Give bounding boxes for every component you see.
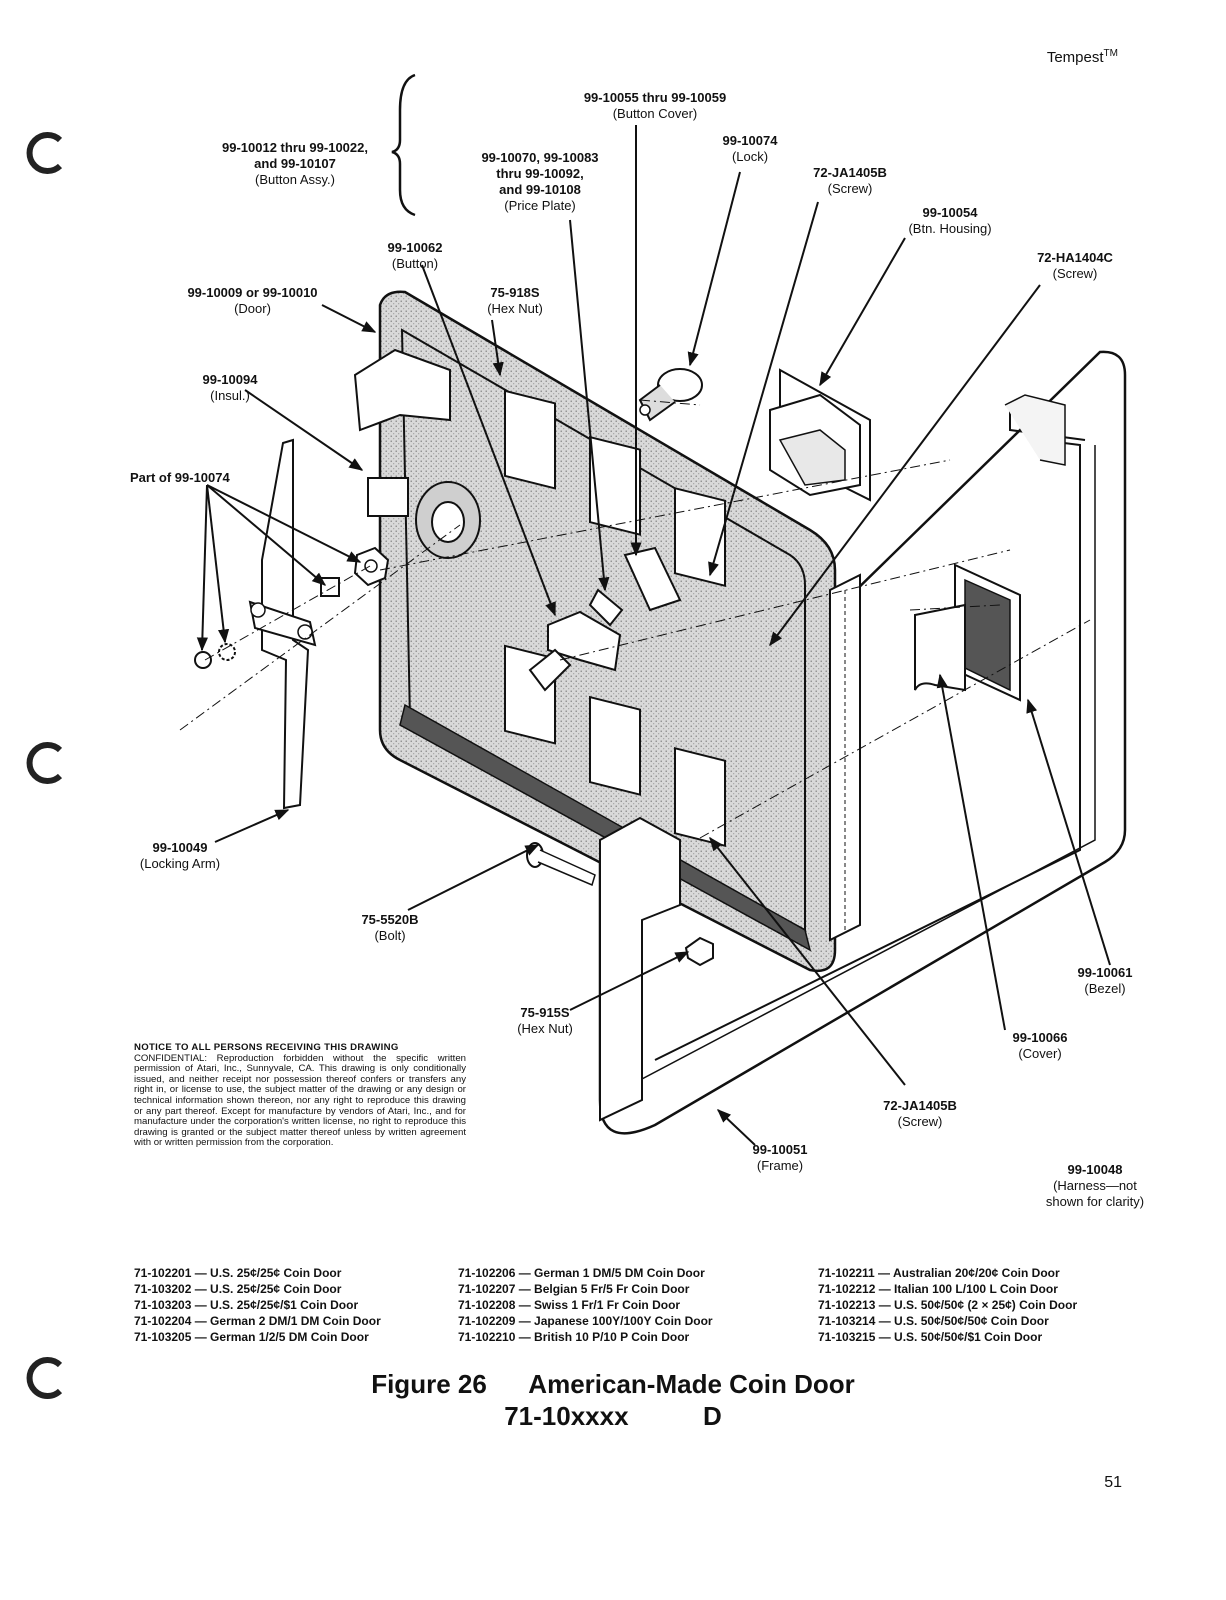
- label-door: 99-10009 or 99-10010(Door): [187, 285, 318, 316]
- leader-door: [321, 304, 377, 333]
- label-screw-bottom: 72-JA1405B(Screw): [883, 1098, 957, 1129]
- label-screw-ha: 72-HA1404C(Screw): [1037, 250, 1113, 281]
- leader-lock: [687, 171, 741, 367]
- parts-list-item: 71-102207 — Belgian 5 Fr/5 Fr Coin Door: [458, 1282, 690, 1296]
- label-price-plate: 99-10070, 99-10083 thru 99-10092, and 99…: [481, 150, 599, 213]
- figure-revision: D: [703, 1401, 722, 1431]
- header-brand: TempestTM: [1046, 48, 1118, 66]
- parts-list-item: 71-103203 — U.S. 25¢/25¢/$1 Coin Door: [134, 1298, 359, 1312]
- parts-list-item: 71-102209 — Japanese 100Y/100Y Coin Door: [458, 1314, 713, 1328]
- leader-bolt: [407, 844, 540, 911]
- parts-list-item: 71-103205 — German 1/2/5 DM Coin Door: [134, 1330, 369, 1344]
- parts-list-item: 71-103214 — U.S. 50¢/50¢/50¢ Coin Door: [818, 1314, 1049, 1328]
- parts-list-item: 71-102212 — Italian 100 L/100 L Coin Doo…: [818, 1282, 1058, 1296]
- label-cover: 99-10066(Cover): [1012, 1030, 1068, 1061]
- label-button-assy: 99-10012 thru 99-10022, and 99-10107(But…: [222, 140, 368, 187]
- parts-list-col3: 71-102211 — Australian 20¢/20¢ Coin Door…: [818, 1265, 1077, 1345]
- parts-list-item: 71-103215 — U.S. 50¢/50¢/$1 Coin Door: [818, 1330, 1043, 1344]
- parts-list-item: 71-102206 — German 1 DM/5 DM Coin Door: [458, 1266, 705, 1280]
- label-hex-nut-bottom: 75-915S(Hex Nut): [517, 1005, 573, 1036]
- leader-locking-arm: [214, 809, 290, 843]
- leader-bezel: [1026, 698, 1111, 966]
- leader-insul: [244, 389, 364, 471]
- label-bezel: 99-10061(Bezel): [1077, 965, 1133, 996]
- leader-screw-bottom: [709, 836, 906, 1086]
- label-button: 99-10062(Button): [387, 240, 443, 271]
- leader-btn-housing: [819, 237, 906, 387]
- confidential-notice: NOTICE TO ALL PERSONS RECEIVING THIS DRA…: [134, 1042, 466, 1149]
- parts-list-item: 71-102208 — Swiss 1 Fr/1 Fr Coin Door: [458, 1298, 681, 1312]
- label-part-of-lock: Part of 99-10074: [130, 470, 230, 485]
- label-bolt: 75-5520B(Bolt): [361, 912, 419, 943]
- leader-screw-ha: [769, 284, 1041, 647]
- parts-list-col1: 71-102201 — U.S. 25¢/25¢ Coin Door 71-10…: [134, 1265, 381, 1345]
- leader-hex-nut-top: [491, 319, 504, 377]
- label-button-cover: 99-10055 thru 99-10059(Button Cover): [583, 90, 727, 121]
- bezel-shape: [914, 563, 1021, 702]
- figure-title: American-Made Coin Door: [528, 1369, 855, 1399]
- parts-list-item: 71-102204 — German 2 DM/1 DM Coin Door: [134, 1314, 381, 1328]
- parts-list-item: 71-102213 — U.S. 50¢/50¢ (2 × 25¢) Coin …: [818, 1298, 1078, 1312]
- label-hex-nut-top: 75-918S(Hex Nut): [487, 285, 543, 316]
- leader-cover: [936, 673, 1006, 1031]
- parts-list-item: 71-102210 — British 10 P/10 P Coin Door: [458, 1330, 690, 1344]
- figure-number: Figure 26: [371, 1369, 487, 1399]
- bracket-brace: [391, 73, 416, 217]
- parts-list-item: 71-102201 — U.S. 25¢/25¢ Coin Door: [134, 1266, 342, 1280]
- leader-part-lock-3: [206, 484, 230, 644]
- lock-hardware-shapes: [194, 546, 714, 967]
- leader-frame: [716, 1109, 756, 1146]
- label-harness: 99-10048(Harness—not shown for clarity): [1045, 1162, 1145, 1209]
- alignment-lines: [179, 399, 1091, 839]
- lock-cylinder-shape: [638, 368, 703, 422]
- parts-list-col2: 71-102206 — German 1 DM/5 DM Coin Door 7…: [458, 1265, 713, 1345]
- leader-part-lock-1: [206, 484, 362, 563]
- button-housing-shape: [769, 368, 871, 502]
- leader-button: [421, 264, 556, 617]
- page-number: 51: [1104, 1474, 1122, 1491]
- label-locking-arm: 99-10049(Locking Arm): [139, 840, 221, 871]
- binder-hole-top: [26, 132, 63, 174]
- notice-title: NOTICE TO ALL PERSONS RECEIVING THIS DRA…: [134, 1042, 399, 1053]
- leader-screw-top: [708, 201, 819, 577]
- leader-part-lock-2: [206, 484, 327, 586]
- label-insul: 99-10094(Insul.): [202, 372, 258, 403]
- leader-price-plate: [569, 219, 610, 592]
- parts-list-item: 71-103202 — U.S. 25¢/25¢ Coin Door: [134, 1282, 342, 1296]
- binder-hole-bottom: [26, 1357, 63, 1399]
- label-lock: 99-10074(Lock): [722, 133, 778, 164]
- figure-caption: Figure 26 American-Made Coin Door 71-10x…: [0, 1368, 1226, 1432]
- leader-part-lock-4: [196, 484, 208, 652]
- frame-shape: [598, 350, 1127, 1135]
- locking-arm-shape: [248, 438, 317, 810]
- parts-list-item: 71-102211 — Australian 20¢/20¢ Coin Door: [818, 1266, 1060, 1280]
- leader-hex-nut-bottom: [569, 951, 690, 1011]
- mounting-plate-shape: [599, 816, 681, 1122]
- label-screw-top: 72-JA1405B(Screw): [813, 165, 887, 196]
- binder-hole-middle: [26, 742, 63, 784]
- label-frame: 99-10051(Frame): [752, 1142, 808, 1173]
- figure-part-number: 71-10xxxx: [504, 1401, 629, 1431]
- label-btn-housing: 99-10054(Btn. Housing): [908, 205, 992, 236]
- notice-body: CONFIDENTIAL: Reproduction forbidden wit…: [134, 1052, 466, 1149]
